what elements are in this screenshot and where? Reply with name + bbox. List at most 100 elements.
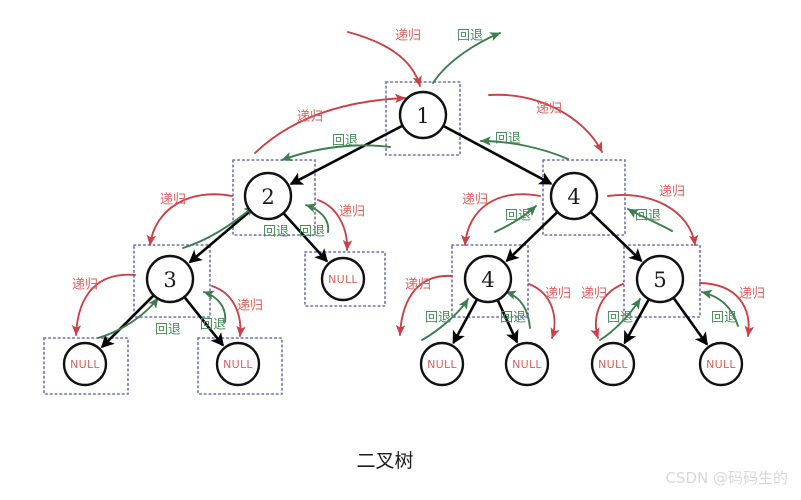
backtrack-label: 回退 [263,225,289,240]
backtrack-arrow [494,205,537,233]
tree-edge [188,209,253,264]
traversal-arrows [71,31,755,341]
node-label: NULL [512,358,542,371]
tree-edges [100,124,709,349]
tree-edge [588,210,643,263]
node-circle [62,341,108,387]
tree-edge [505,210,560,263]
backtrack-arrow [203,290,227,323]
recursion-label: 递归 [339,205,365,220]
tree-node: 1 [398,90,448,140]
recursion-arrow [347,31,422,87]
backtrack-label: 回退 [711,311,737,326]
node-circle [463,254,513,304]
node-circle [549,171,599,221]
node-circle [698,341,744,387]
recursion-label: 递归 [739,287,765,302]
recursion-arrow [488,93,603,153]
recursion-arrow [211,285,246,337]
traversal-arrow-labels: 递归回退递归回退递归回退递归回退递归回退递归回退递归回退递归回退递归回退递归回退… [72,29,765,338]
recursion-arrow [71,273,136,336]
backtrack-label: 回退 [505,209,531,224]
recursion-arrow [254,93,406,154]
recursion-label: 递归 [581,287,607,302]
backtrack-label: 回退 [155,323,181,338]
backtrack-arrow [182,205,255,249]
tree-node-null: NULL [698,341,744,387]
backtrack-arrow [599,298,641,341]
backtrack-arrow [305,203,330,233]
tree-edge [281,211,328,263]
recursion-arrow [699,282,755,337]
node-label: 5 [653,268,666,292]
node-label: 4 [481,268,494,292]
backtrack-label: 回退 [425,311,451,326]
recursion-label: 递归 [395,29,421,44]
subtree-dotted-box [197,337,283,395]
backtrack-arrow [480,136,569,160]
subtree-dotted-box [43,337,129,395]
node-circle [320,256,366,302]
backtrack-label: 回退 [500,311,526,326]
subtree-dotted-box [133,244,211,318]
recursion-label: 递归 [237,299,263,314]
recursion-label: 递归 [405,278,431,293]
node-label: 4 [567,185,580,209]
node-label: 2 [261,185,274,209]
node-circle [145,254,195,304]
backtrack-arrow [505,290,531,329]
backtrack-label: 回退 [607,311,633,326]
node-circle [398,90,448,140]
subtree-dotted-box [304,251,386,307]
subtree-dotted-box [385,81,461,156]
node-circle [590,341,636,387]
backtrack-arrow [97,297,159,339]
tree-node-null: NULL [590,341,636,387]
subtree-dotted-box [451,244,529,318]
node-label: NULL [328,273,358,286]
tree-node-null: NULL [320,256,366,302]
node-label: NULL [598,358,628,371]
recursion-label: 递归 [160,193,186,208]
node-circle [243,171,293,221]
node-circle [419,341,465,387]
tree-node-null: NULL [504,341,550,387]
node-label: NULL [223,358,253,371]
recursion-label: 递归 [72,278,98,293]
backtrack-label: 回退 [495,132,521,147]
backtrack-label: 回退 [457,29,483,44]
subtree-dotted-box [623,244,701,318]
backtrack-label: 回退 [332,134,358,149]
backtrack-arrow [627,208,673,232]
node-label: 1 [416,104,429,128]
node-circle [504,341,550,387]
recursion-arrow [395,275,453,336]
tree-edge [289,124,405,186]
node-label: NULL [706,358,736,371]
backtrack-arrow [432,32,501,84]
recursion-label: 递归 [659,185,685,200]
tree-edge [441,124,553,185]
recursion-label: 递归 [297,110,323,125]
tree-node-null: NULL [62,341,108,387]
tree-edge [671,296,709,346]
recursion-arrow [461,193,541,246]
recursion-label: 递归 [545,287,571,302]
recursion-arrow [528,283,560,339]
backtrack-label: 回退 [635,209,661,224]
recursion-label: 递归 [536,102,562,117]
recursion-arrow [317,199,353,251]
node-bounding-boxes [43,81,701,395]
backtrack-arrow [701,289,739,327]
backtrack-arrow [421,298,469,341]
backtrack-label: 回退 [200,318,226,333]
tree-node: 4 [549,171,599,221]
tree-edge [495,298,519,344]
tree-node-null: NULL [419,341,465,387]
tree-node: 2 [243,171,293,221]
recursion-arrow [607,194,699,246]
tree-node: 3 [145,254,195,304]
